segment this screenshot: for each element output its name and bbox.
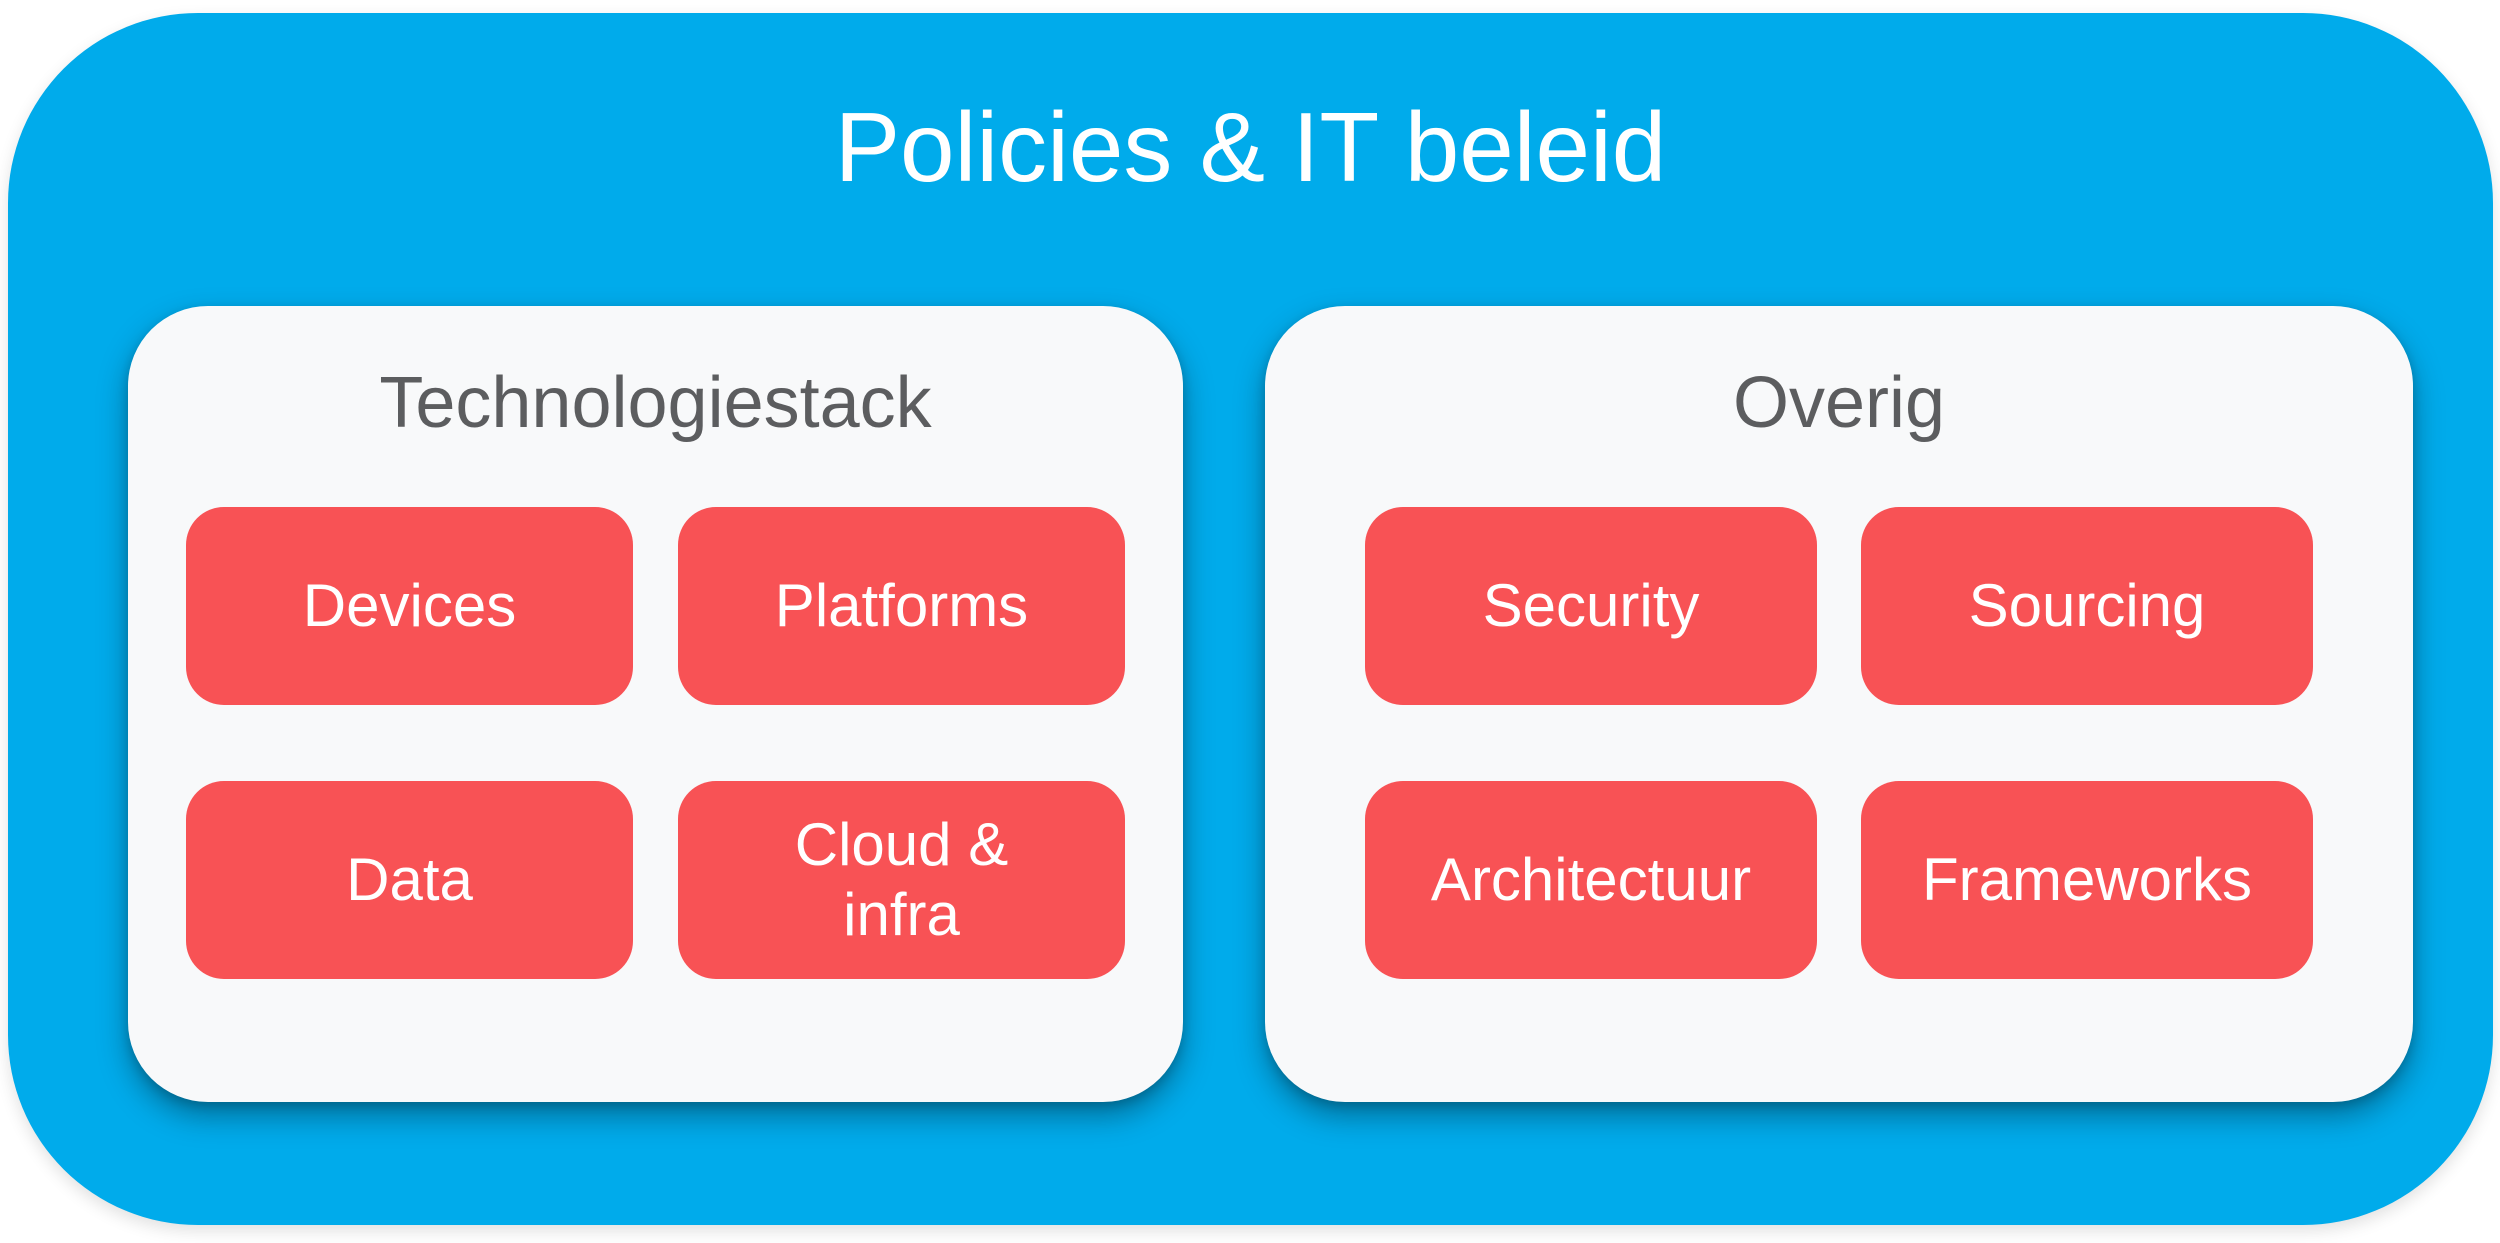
group-card-overig: Overig Security Sourcing Architectuur Fr… [1265,306,2413,1102]
item-label-data: Data [346,846,473,914]
item-label-sourcing: Sourcing [1968,572,2206,640]
item-box-architectuur: Architectuur [1365,781,1817,979]
item-box-cloud-infra: Cloud & infra [678,781,1125,979]
item-label-devices: Devices [302,572,517,640]
item-box-platforms: Platforms [678,507,1125,705]
item-box-frameworks: Frameworks [1861,781,2313,979]
item-label-architectuur: Architectuur [1430,846,1752,914]
item-box-data: Data [186,781,633,979]
item-label-frameworks: Frameworks [1921,846,2253,914]
group-title-technologiestack: Technologiestack [379,363,932,443]
item-label-platforms: Platforms [774,572,1029,640]
diagram-title: Policies & IT beleid [834,92,1667,202]
item-box-sourcing: Sourcing [1861,507,2313,705]
item-label-cloud-infra: Cloud & infra [794,811,1009,948]
group-card-technologiestack: Technologiestack Devices Platforms Data … [128,306,1183,1102]
item-label-security: Security [1482,572,1700,640]
policies-container: Policies & IT beleid Technologiestack De… [8,13,2493,1225]
item-box-security: Security [1365,507,1817,705]
item-box-devices: Devices [186,507,633,705]
group-title-overig: Overig [1732,363,1946,443]
